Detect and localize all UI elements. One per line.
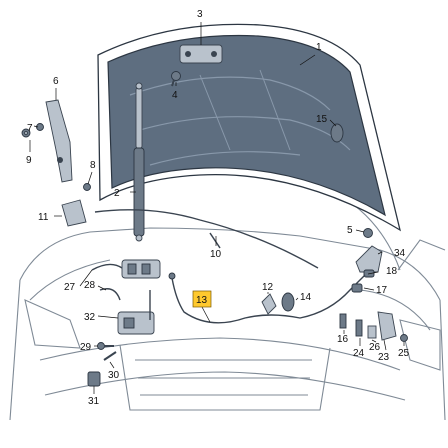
callout-16: 16 — [337, 334, 349, 345]
leader-lines — [29, 22, 405, 394]
bolt-part-29 — [97, 342, 114, 350]
highlight-box-13 — [192, 290, 212, 308]
callout-25: 25 — [398, 348, 410, 359]
callout-15: 15 — [316, 114, 328, 125]
callout-32: 32 — [84, 312, 96, 323]
callout-6: 6 — [53, 76, 59, 87]
callout-5: 5 — [347, 225, 353, 236]
clip-part-17 — [351, 283, 363, 293]
callout-2: 2 — [114, 188, 120, 199]
callout-11: 11 — [38, 212, 49, 223]
callout-34: 34 — [394, 248, 406, 259]
bolt-part-9 — [21, 128, 31, 138]
release-handle-part-14 — [281, 292, 295, 312]
hinge-part-6 — [45, 99, 73, 183]
callout-3: 3 — [197, 9, 203, 20]
cable-holder-part-12 — [261, 293, 277, 315]
bolt-part-30 — [103, 351, 117, 361]
nut-part-25 — [400, 334, 408, 342]
callout-7: 7 — [27, 123, 33, 134]
clip-part-26 — [367, 325, 377, 339]
bolt-part-7 — [36, 123, 44, 131]
callout-29: 29 — [80, 342, 92, 353]
bracket-part-34 — [355, 245, 383, 273]
callout-10: 10 — [210, 249, 222, 260]
nut-part-5 — [363, 228, 373, 238]
bracket-part-31 — [87, 371, 101, 387]
callout-1: 1 — [316, 42, 322, 53]
callout-31: 31 — [88, 396, 100, 407]
callout-17: 17 — [376, 285, 388, 296]
callout-26: 26 — [369, 342, 381, 353]
callout-18: 18 — [386, 266, 398, 277]
callout-23: 23 — [378, 352, 390, 363]
mount-part-11 — [61, 199, 87, 227]
callout-12: 12 — [262, 282, 274, 293]
callout-14: 14 — [300, 292, 312, 303]
bolt-part-16 — [339, 313, 347, 329]
callout-8: 8 — [90, 160, 96, 171]
bolt-part-8 — [83, 183, 91, 191]
callout-13: 13 — [196, 295, 208, 306]
callout-27: 27 — [64, 282, 76, 293]
bolt-part-24 — [355, 319, 363, 337]
callout-labels: 3 1 4 15 6 2 7 9 8 11 10 5 34 18 17 12 1… — [26, 9, 410, 407]
seal-part-10 — [94, 209, 319, 269]
hood-lock-part-3 — [179, 44, 223, 64]
callout-30: 30 — [108, 370, 120, 381]
buffer-part-15 — [330, 123, 344, 143]
bowden-cable-part-13 — [168, 272, 366, 324]
callout-9: 9 — [26, 155, 32, 166]
callout-28: 28 — [84, 280, 96, 291]
lock-assembly-parts-27-28-32 — [91, 259, 161, 335]
callout-24: 24 — [353, 348, 365, 359]
gas-strut-part-2 — [133, 82, 145, 242]
car-body-outline — [9, 189, 446, 421]
lock-part-23 — [377, 311, 397, 341]
screw-part-4 — [171, 71, 181, 87]
callout-4: 4 — [172, 90, 178, 101]
